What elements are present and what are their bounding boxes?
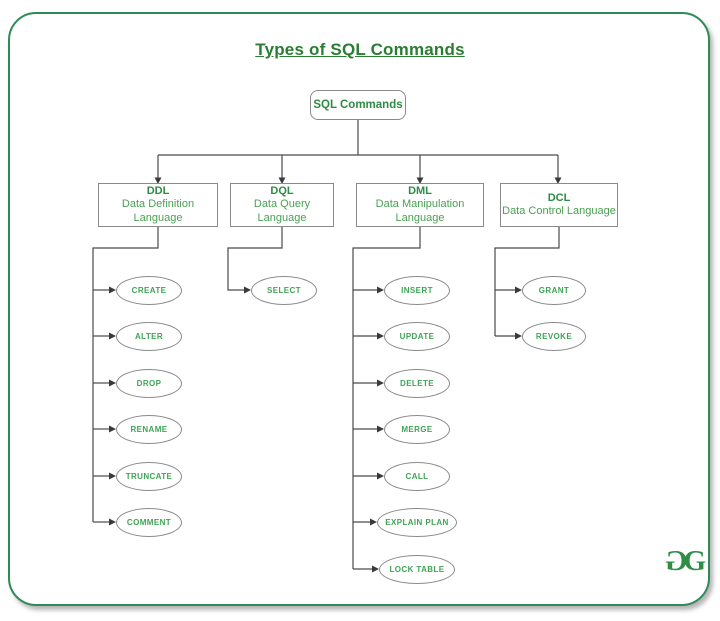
node-create-label: CREATE — [131, 286, 167, 295]
node-dql: DQL Data Query Language — [230, 183, 334, 227]
node-update: UPDATE — [384, 322, 450, 351]
node-dcl: DCL Data Control Language — [500, 183, 618, 227]
node-ddl: DDL Data Definition Language — [98, 183, 218, 227]
node-select-label: SELECT — [267, 286, 301, 295]
node-dql-line1: Data Query — [253, 198, 311, 211]
node-dml-abbr: DML — [408, 184, 432, 197]
node-dml-line2: Language — [395, 211, 445, 224]
node-rename: RENAME — [116, 415, 182, 444]
node-dcl-abbr: DCL — [547, 191, 571, 204]
node-merge: MERGE — [384, 415, 450, 444]
node-delete-label: DELETE — [400, 379, 434, 388]
node-sql-commands-label: SQL Commands — [313, 99, 403, 111]
node-create: CREATE — [116, 276, 182, 305]
node-lock-table: LOCK TABLE — [379, 555, 455, 584]
node-dql-line2: Language — [257, 211, 307, 224]
node-drop: DROP — [116, 369, 182, 398]
node-alter: ALTER — [116, 322, 182, 351]
node-ddl-line1: Data Definition — [121, 198, 195, 211]
node-ddl-line2: Language — [133, 211, 183, 224]
node-alter-label: ALTER — [134, 332, 164, 341]
logo-mirrored-g: G — [664, 545, 688, 577]
node-rename-label: RENAME — [130, 425, 168, 434]
node-update-label: UPDATE — [399, 332, 435, 341]
geeksforgeeks-logo: GG — [640, 545, 706, 577]
node-delete: DELETE — [384, 369, 450, 398]
node-lock-table-label: LOCK TABLE — [389, 565, 445, 574]
node-merge-label: MERGE — [401, 425, 433, 434]
node-dml: DML Data Manipulation Language — [356, 183, 484, 227]
node-dml-line1: Data Manipulation — [375, 198, 465, 211]
node-call-label: CALL — [405, 472, 429, 481]
node-comment: COMMENT — [116, 508, 182, 537]
node-truncate-label: TRUNCATE — [125, 472, 173, 481]
logo-g: G — [683, 545, 706, 577]
node-drop-label: DROP — [136, 379, 162, 388]
node-grant: GRANT — [522, 276, 586, 305]
node-ddl-abbr: DDL — [146, 184, 170, 197]
node-insert: INSERT — [384, 276, 450, 305]
node-revoke: REVOKE — [522, 322, 586, 351]
node-revoke-label: REVOKE — [535, 332, 573, 341]
node-dcl-line1: Data Control Language — [502, 205, 616, 217]
node-truncate: TRUNCATE — [116, 462, 182, 491]
page-title: Types of SQL Commands — [255, 40, 465, 59]
node-call: CALL — [384, 462, 450, 491]
node-explain-plan-label: EXPLAIN PLAN — [385, 518, 449, 527]
node-comment-label: COMMENT — [126, 518, 172, 527]
node-grant-label: GRANT — [538, 286, 570, 295]
node-sql-commands: SQL Commands — [310, 90, 406, 120]
node-select: SELECT — [251, 276, 317, 305]
node-dql-abbr: DQL — [270, 184, 294, 197]
node-explain-plan: EXPLAIN PLAN — [377, 508, 457, 537]
node-insert-label: INSERT — [401, 286, 433, 295]
